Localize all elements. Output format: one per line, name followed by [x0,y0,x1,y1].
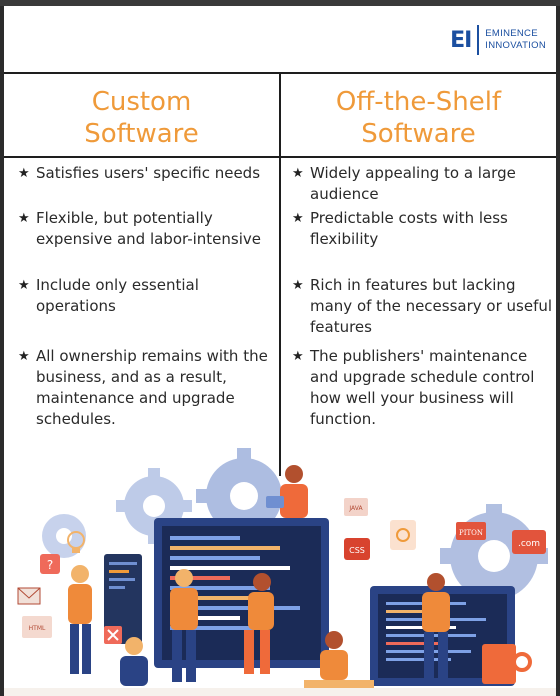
star-icon: ★ [292,349,304,364]
list-item: ★ Rich in features but lacking many of t… [292,275,554,338]
piton-tag: PITON [456,522,486,540]
html-tag: HTML [22,616,52,638]
brand-logo: EI EMINENCE INNOVATION [450,22,546,58]
star-icon: ★ [292,166,304,181]
svg-text:.com: .com [518,539,540,549]
developer-figure [304,631,374,688]
logo-word-2: INNOVATION [485,40,546,51]
custom-heading-line1: Custom [91,87,192,117]
developer-figure [170,569,198,682]
lightbulb-icon [67,531,85,553]
svg-text:JAVA: JAVA [348,505,363,512]
close-icon [104,626,122,644]
developer-figure [244,573,274,674]
developers-illustration: JAVA CSS PITON .com ? [4,448,556,696]
logo-word-1: EMINENCE [485,28,538,39]
list-item: ★ Flexible, but potentially expensive an… [18,208,278,250]
list-item-text: All ownership remains with the business,… [36,347,268,428]
svg-text:?: ? [47,558,53,572]
column-divider [279,74,281,476]
list-item: ★ Widely appealing to a large audience [292,163,554,205]
star-icon: ★ [18,166,30,181]
help-tag: ? [40,554,60,574]
custom-heading-line2: Software [84,119,199,149]
logo-wordmark: EMINENCE INNOVATION [485,28,546,52]
list-item-text: Flexible, but potentially expensive and … [36,209,261,248]
gear-icon [390,520,416,550]
off-the-shelf-heading: Off-the-Shelf Software [281,86,556,150]
list-item: ★ Satisfies users' specific needs [18,163,260,184]
svg-text:HTML: HTML [29,625,46,632]
shelf-heading-line1: Off-the-Shelf [335,87,502,117]
mug-icon [482,644,532,684]
logo-mark: EI [450,27,472,53]
developer-figure [266,465,308,518]
star-icon: ★ [18,211,30,226]
infographic-card: EI EMINENCE INNOVATION Custom Software O… [4,6,556,696]
list-item-text: Include only essential operations [36,276,199,315]
list-item-text: Rich in features but lacking many of the… [310,276,553,336]
list-item-text: Widely appealing to a large audience [310,164,516,203]
logo-separator [477,25,480,55]
list-item: ★ Predictable costs with less flexibilit… [292,208,554,250]
com-tag: .com [512,530,546,554]
css-tag: CSS [344,538,370,560]
mail-icon [17,587,41,605]
developer-figure [422,573,450,682]
java-tag: JAVA [344,498,368,516]
star-icon: ★ [18,349,30,364]
svg-text:CSS: CSS [349,546,365,555]
list-item-text: Predictable costs with less flexibility [310,209,508,248]
phone-screen [104,554,142,644]
developer-figure [68,565,92,674]
star-icon: ★ [292,211,304,226]
star-icon: ★ [18,278,30,293]
table-top-border [4,72,556,74]
list-item: ★ All ownership remains with the busines… [18,346,278,430]
star-icon: ★ [292,278,304,293]
list-item-text: Satisfies users' specific needs [36,164,261,182]
list-item: ★ Include only essential operations [18,275,278,317]
svg-text:PITON: PITON [459,529,483,537]
custom-software-heading: Custom Software [4,86,279,150]
developer-figure [120,637,148,686]
list-item: ★ The publishers' maintenance and upgrad… [292,346,554,430]
top-strip [0,0,560,6]
shelf-heading-line2: Software [361,119,476,149]
list-item-text: The publishers' maintenance and upgrade … [310,347,535,428]
